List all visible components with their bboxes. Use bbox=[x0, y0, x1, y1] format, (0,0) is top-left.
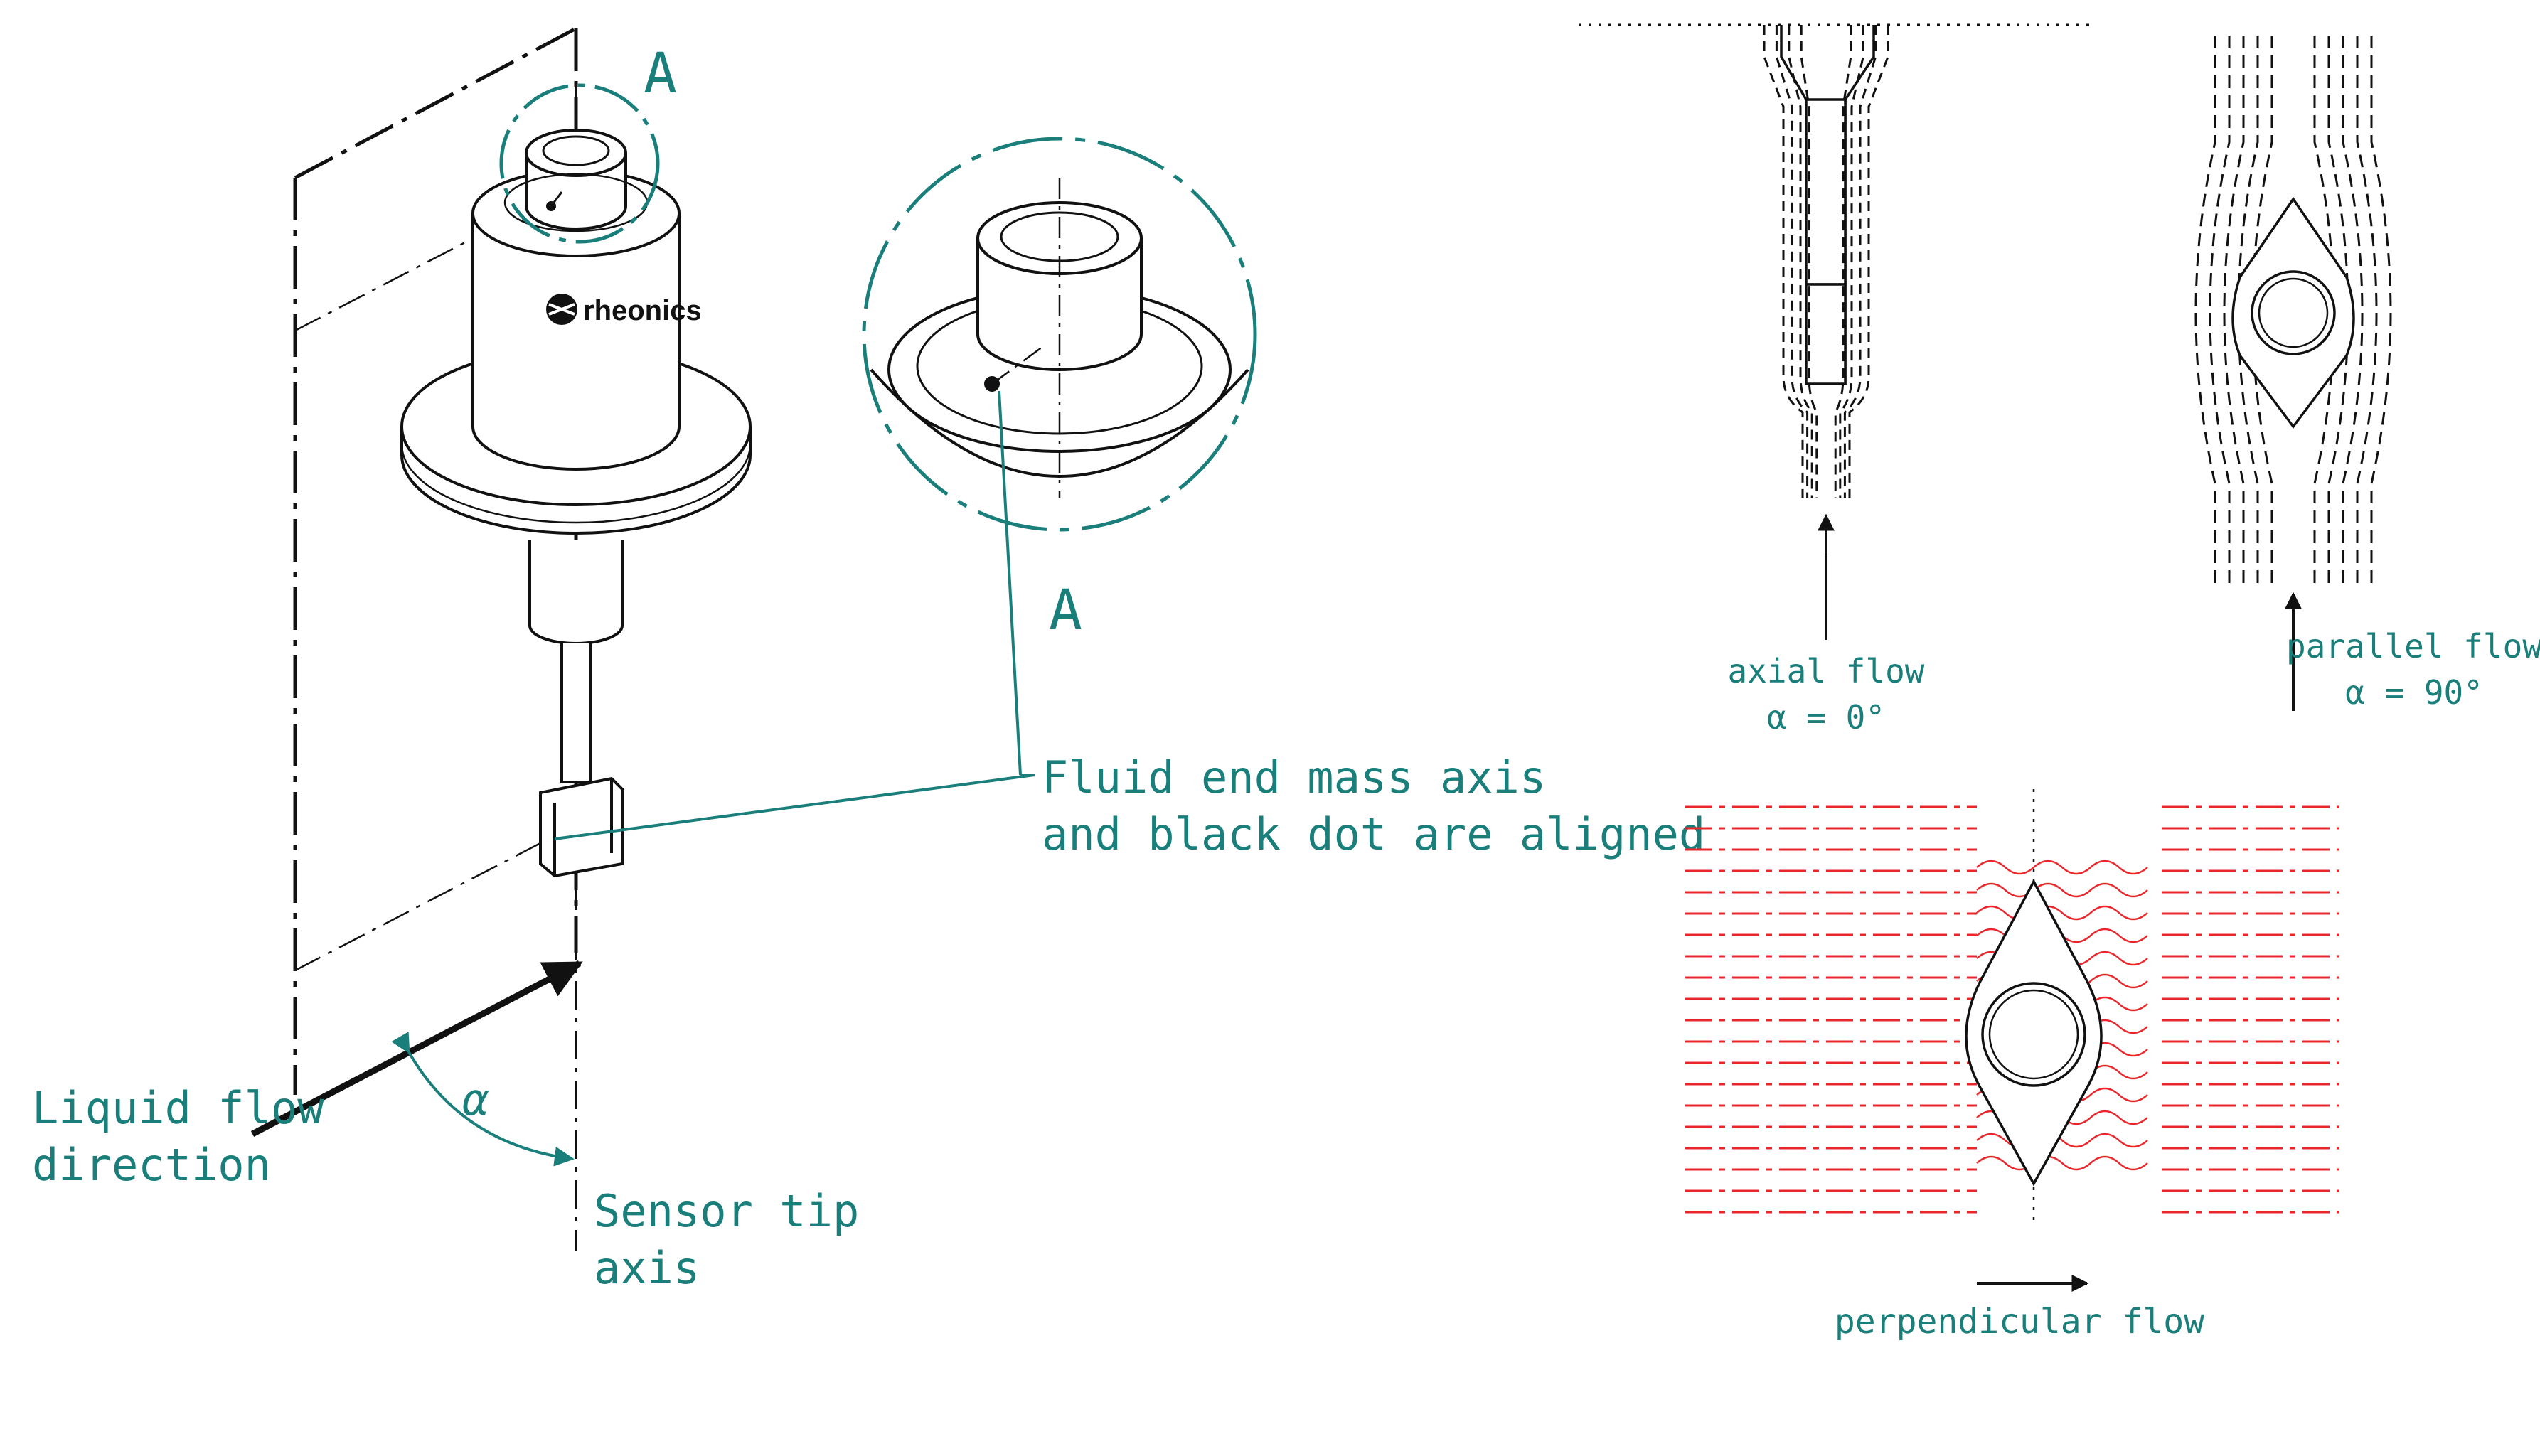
angle-arc bbox=[391, 1032, 575, 1167]
axial-flow-label-line1: axial flow bbox=[1728, 652, 1925, 690]
angle-symbol: α bbox=[462, 1074, 489, 1125]
section-a-bottom-label: A bbox=[1049, 579, 1082, 643]
sensor-axis-label-line2: axis bbox=[594, 1242, 700, 1294]
alignment-note-line2: and black dot are aligned bbox=[1042, 808, 1705, 860]
detail-a-view: A bbox=[862, 136, 1257, 643]
detail-a-marker bbox=[499, 83, 660, 244]
section-a-top-label: A bbox=[644, 42, 677, 106]
parallel-flow-label-line2: α = 90° bbox=[2345, 673, 2483, 712]
parallel-streamlines bbox=[2194, 36, 2392, 583]
parallel-flow-label-line1: parallel flow bbox=[2286, 627, 2540, 665]
flow-direction-label-line2: direction bbox=[32, 1139, 271, 1191]
perpendicular-streamlines bbox=[1685, 805, 2339, 1214]
logo-text: rheonics bbox=[583, 295, 702, 326]
detail-a-circle bbox=[862, 136, 1257, 532]
sensor-isometric-view: rheonics A α Liquid flow direction Senso… bbox=[32, 26, 859, 1294]
parallel-flow-view: parallel flow α = 90° bbox=[2194, 36, 2540, 712]
axial-streamlines bbox=[1763, 25, 1889, 498]
axial-flow-view: axial flow α = 0° bbox=[1579, 23, 2091, 737]
alignment-note-line1: Fluid end mass axis bbox=[1042, 751, 1546, 803]
rheonics-logo: rheonics bbox=[546, 294, 702, 326]
axial-flow-label-line2: α = 0° bbox=[1767, 698, 1885, 737]
sensor-axis-label-line1: Sensor tip bbox=[594, 1185, 859, 1237]
flow-direction-label-line1: Liquid flow bbox=[32, 1082, 324, 1134]
alignment-leader-lines bbox=[554, 390, 1035, 840]
perpendicular-flow-label: perpendicular flow bbox=[1835, 1302, 2204, 1342]
perpendicular-flow-view: perpendicular flow bbox=[1685, 789, 2339, 1342]
sensor-body bbox=[400, 129, 752, 878]
